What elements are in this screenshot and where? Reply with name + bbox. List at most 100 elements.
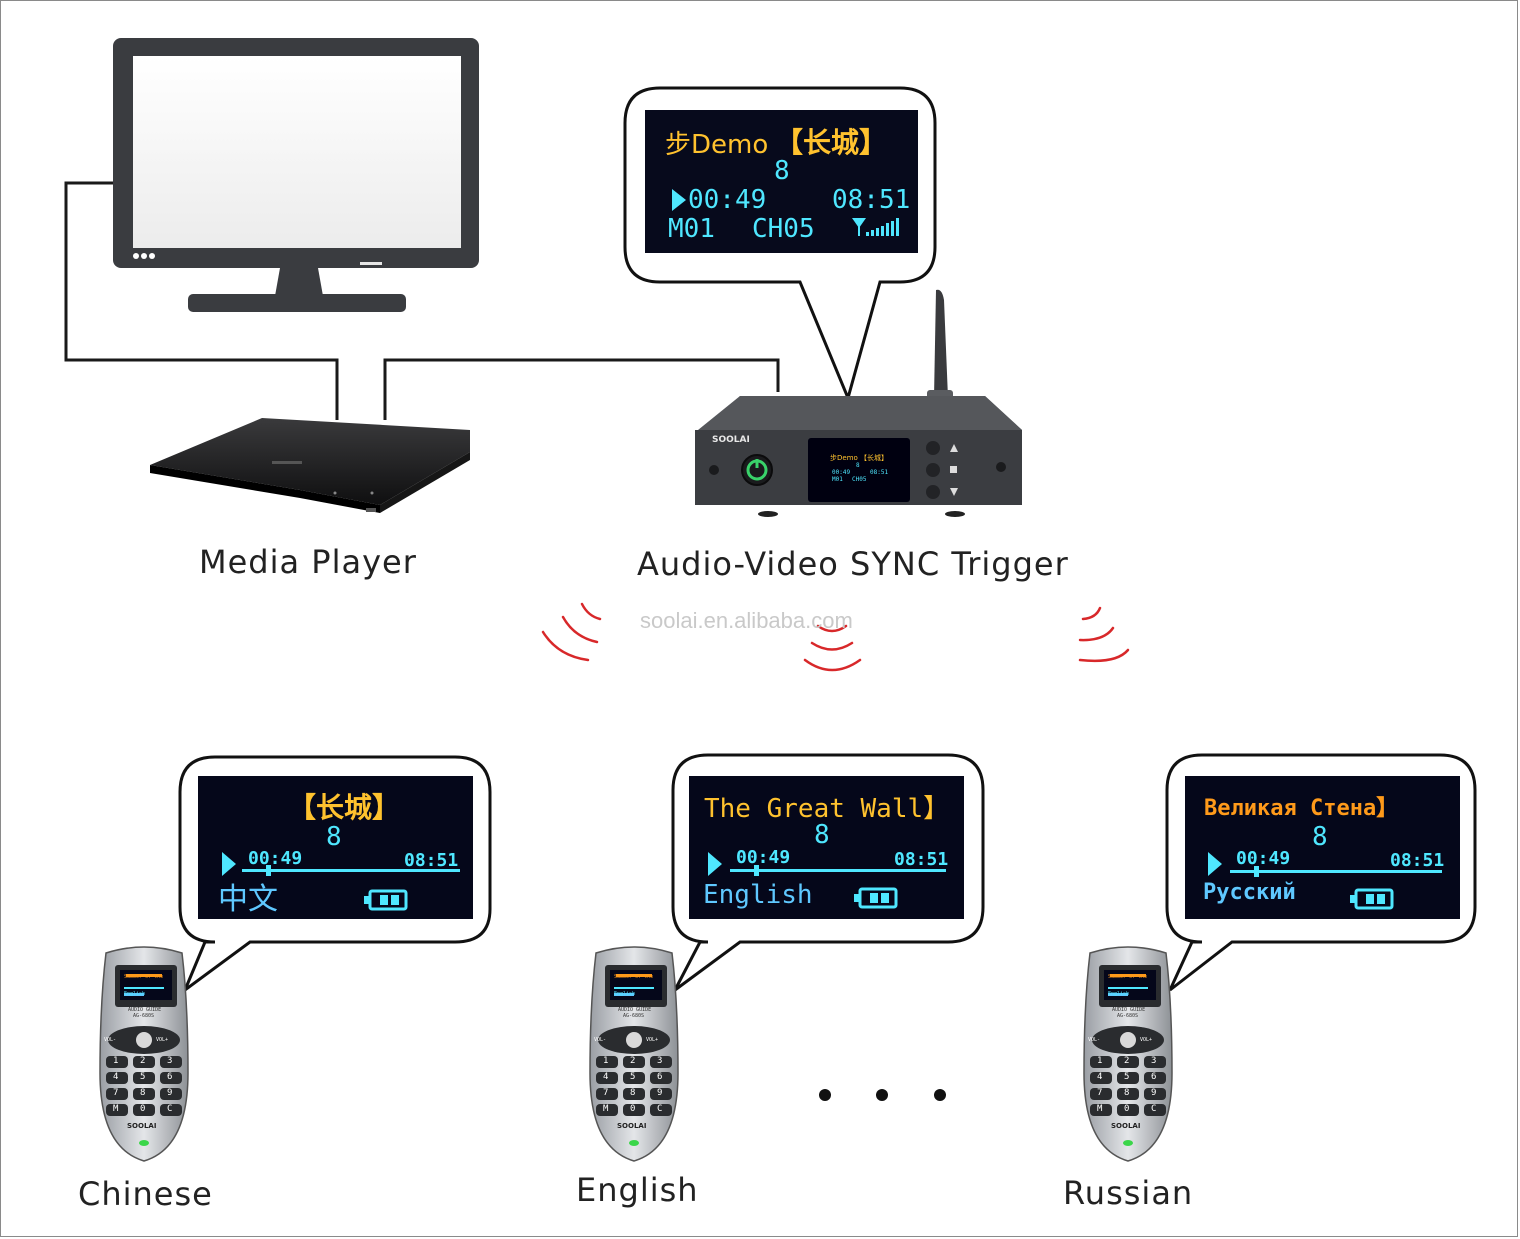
trigger-screen-elapsed: 00:49 (688, 185, 767, 215)
sync-trigger-device (695, 289, 1022, 517)
handset-russian-key-M: M (1097, 1104, 1103, 1114)
handset-chinese-vol-minus: VOL- (104, 1037, 117, 1043)
handset-russian-vol-minus: VOL- (1088, 1037, 1101, 1043)
handset-russian-key-7: 7 (1097, 1088, 1103, 1098)
handset-russian-key-3: 3 (1151, 1056, 1157, 1066)
trigger-screen-mode: M01 (668, 214, 715, 244)
trigger-screen-title-prefix: 步Demo (665, 130, 769, 160)
handset-english-vol-plus: VOL+ (646, 1037, 659, 1043)
trigger-mini-elapsed: 00:49 (832, 469, 851, 476)
handset-chinese-key-1: 1 (113, 1056, 119, 1066)
handset-russian-key-0: 0 (1124, 1104, 1130, 1114)
handset-english-mini-title: Summer of the (614, 974, 654, 980)
handset-english-key-6: 6 (657, 1072, 663, 1082)
russian-label: Russian (1063, 1174, 1194, 1212)
receiver-chinese-elapsed: 00:49 (248, 848, 303, 869)
handset-english-key-5: 5 (630, 1072, 636, 1082)
trigger-screen-total: 08:51 (832, 185, 911, 215)
monitor (113, 38, 479, 312)
trigger-mini-channel: CH05 (852, 476, 867, 483)
handset-chinese-key-7: 7 (113, 1088, 119, 1098)
receiver-english-elapsed: 00:49 (736, 847, 791, 868)
handset-chinese-mini-title: Summer of the (124, 974, 164, 980)
receiver-bubble-english (671, 753, 985, 992)
handset-chinese-key-0: 0 (140, 1104, 146, 1114)
handset-english-brand: SOOLAI (617, 1122, 647, 1130)
signal-waves (541, 602, 1130, 672)
watermark: soolai.en.alibaba.com (640, 608, 853, 633)
handset-english-key-4: 4 (603, 1072, 609, 1082)
receiver-chinese-total: 08:51 (404, 850, 459, 871)
handset-english-mini-language: English (614, 991, 636, 997)
trigger-screen-channel: CH05 (752, 214, 815, 244)
trigger-screen-number: 8 (774, 156, 790, 186)
handset-english-key-C: C (657, 1104, 663, 1114)
trigger-mini-line1: 步Demo 【长城】 (830, 454, 889, 462)
receiver-english-language: English (703, 880, 813, 910)
handset-english-key-2: 2 (630, 1056, 636, 1066)
handset-chinese-model: AG-680S (133, 1013, 155, 1019)
more-languages-ellipsis (819, 1089, 946, 1101)
handset-english-key-9: 9 (657, 1088, 663, 1098)
handset-chinese-key-M: M (113, 1104, 119, 1114)
handset-english-vol-minus: VOL- (594, 1037, 607, 1043)
handset-russian-key-6: 6 (1151, 1072, 1157, 1082)
handset-chinese-key-8: 8 (140, 1088, 146, 1098)
receiver-screen-graphics (222, 852, 1442, 911)
handset-chinese-key-9: 9 (167, 1088, 173, 1098)
handset-chinese-key-6: 6 (167, 1072, 173, 1082)
handset-russian-key-1: 1 (1097, 1056, 1103, 1066)
handset-russian-key-4: 4 (1097, 1072, 1103, 1082)
handset-chinese-key-2: 2 (140, 1056, 146, 1066)
receiver-russian-elapsed: 00:49 (1236, 848, 1291, 869)
handset-chinese-key-3: 3 (167, 1056, 173, 1066)
handset-chinese-guide-label: AUDIO GUIDE (128, 1007, 162, 1013)
handset-chinese-key-C: C (167, 1104, 173, 1114)
handset-chinese-vol-plus: VOL+ (156, 1037, 169, 1043)
cables (64, 181, 780, 420)
receiver-chinese-number: 8 (326, 822, 342, 852)
handset-english-key-0: 0 (630, 1104, 636, 1114)
sync-trigger-label: Audio-Video SYNC Trigger (637, 545, 1069, 583)
handset-english-key-7: 7 (603, 1088, 609, 1098)
handset-english (589, 946, 679, 1162)
handset-english-key-1: 1 (603, 1056, 609, 1066)
trigger-mini-number: 8 (856, 462, 860, 469)
receiver-russian-language: Русский (1203, 880, 1296, 905)
receiver-english-total: 08:51 (894, 849, 949, 870)
handset-english-model: AG-680S (623, 1013, 645, 1019)
english-label: English (576, 1171, 699, 1209)
handset-russian-model: AG-680S (1117, 1013, 1139, 1019)
handset-russian-key-2: 2 (1124, 1056, 1130, 1066)
handset-english-key-3: 3 (657, 1056, 663, 1066)
handset-chinese-mini-language: English (124, 991, 146, 997)
trigger-screen-graphics (672, 189, 899, 236)
receiver-russian-total: 08:51 (1390, 850, 1445, 871)
receiver-chinese-language: 中文 (218, 882, 278, 917)
handset-chinese-key-4: 4 (113, 1072, 119, 1082)
handset-russian-vol-plus: VOL+ (1140, 1037, 1153, 1043)
receiver-chinese-title: 【长城】 (288, 791, 401, 824)
trigger-bubble (623, 86, 937, 403)
receiver-russian-title: Великая Стена】 (1204, 796, 1399, 821)
handset-russian (1083, 946, 1173, 1162)
handset-chinese-brand: SOOLAI (127, 1122, 157, 1130)
handset-chinese-key-5: 5 (140, 1072, 146, 1082)
trigger-mini-mode: M01 (832, 476, 843, 483)
trigger-screen-title: 【长城】 (775, 126, 888, 159)
handset-english-key-8: 8 (630, 1088, 636, 1098)
handset-russian-mini-language: English (1108, 991, 1130, 997)
handset-russian-key-C: C (1151, 1104, 1157, 1114)
handset-russian-mini-title: Summer of the (1108, 974, 1148, 980)
receiver-english-title: The Great Wall】 (704, 794, 950, 824)
receiver-bubble-chinese (178, 755, 492, 995)
handset-english-guide-label: AUDIO GUIDE (618, 1007, 652, 1013)
receiver-english-number: 8 (814, 820, 830, 850)
chinese-label: Chinese (78, 1175, 213, 1213)
handset-chinese (99, 946, 189, 1162)
handset-russian-guide-label: AUDIO GUIDE (1112, 1007, 1146, 1013)
trigger-mini-total: 08:51 (870, 469, 889, 476)
handset-russian-key-9: 9 (1151, 1088, 1157, 1098)
